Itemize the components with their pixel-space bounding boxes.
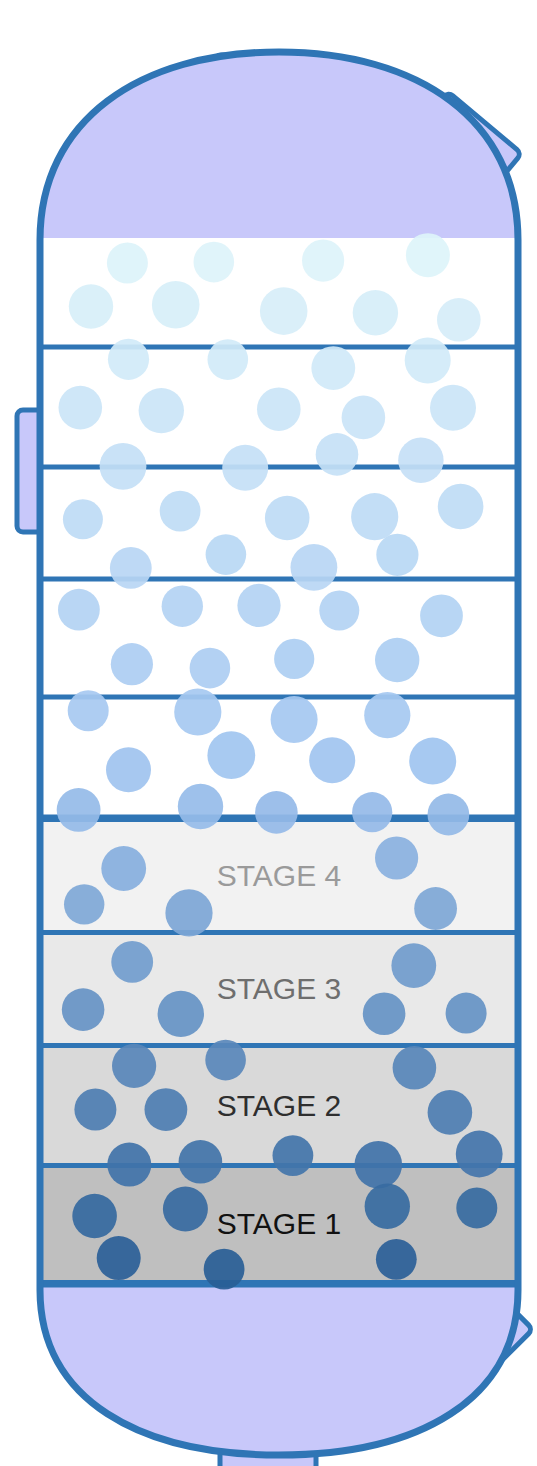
bubble	[100, 443, 147, 490]
bubble	[139, 388, 184, 433]
stage-band: STAGE 2	[43, 1043, 515, 1163]
bubble	[437, 298, 481, 342]
bubble	[405, 337, 451, 383]
bubble	[207, 731, 255, 779]
bubble	[58, 589, 100, 631]
bubble	[316, 433, 359, 476]
bubble	[265, 496, 310, 541]
bubble	[59, 386, 103, 430]
stage-band: STAGE 1	[43, 1163, 515, 1285]
bottom-head	[40, 1285, 518, 1455]
bubble	[351, 493, 398, 540]
bubble	[302, 240, 344, 282]
bubble	[376, 534, 418, 576]
bubble	[309, 737, 355, 783]
bubble	[68, 690, 109, 731]
bubble	[174, 688, 221, 735]
stage-label: STAGE 1	[217, 1207, 341, 1241]
bubble	[160, 491, 201, 532]
bubble	[420, 594, 463, 637]
bubble	[364, 692, 410, 738]
bubble	[319, 591, 359, 631]
bubble	[406, 233, 450, 277]
bubble	[438, 484, 484, 530]
bubble	[194, 242, 235, 283]
bubble	[106, 747, 151, 792]
bubble	[260, 287, 308, 335]
bubble	[342, 396, 386, 440]
bubble	[430, 385, 476, 431]
bubble	[162, 586, 203, 627]
bubble	[107, 243, 148, 284]
stage-label: STAGE 3	[217, 972, 341, 1006]
bubble	[375, 638, 419, 682]
stage-band: STAGE 4	[43, 817, 515, 930]
trays	[40, 347, 518, 1285]
top-head	[40, 52, 518, 240]
bubble	[152, 281, 200, 329]
bubble	[291, 544, 338, 591]
stage-label: STAGE 2	[217, 1089, 341, 1123]
stage-band: STAGE 3	[43, 930, 515, 1043]
bubble	[108, 339, 149, 380]
bubble	[257, 387, 301, 431]
bubble	[190, 648, 231, 689]
bubble	[222, 445, 268, 491]
bubble	[409, 738, 456, 785]
bubble	[69, 284, 113, 328]
bubble	[111, 643, 153, 685]
bubble	[208, 339, 249, 380]
bubble	[398, 438, 443, 483]
stage-label: STAGE 4	[217, 859, 341, 893]
bubble	[237, 584, 280, 627]
bubble	[274, 639, 314, 679]
bubble	[271, 696, 318, 743]
bubble	[206, 534, 247, 575]
bubble	[353, 290, 398, 335]
bubble	[110, 547, 152, 589]
bubble	[311, 346, 355, 390]
column-body	[40, 238, 518, 1285]
bubble	[63, 499, 103, 539]
